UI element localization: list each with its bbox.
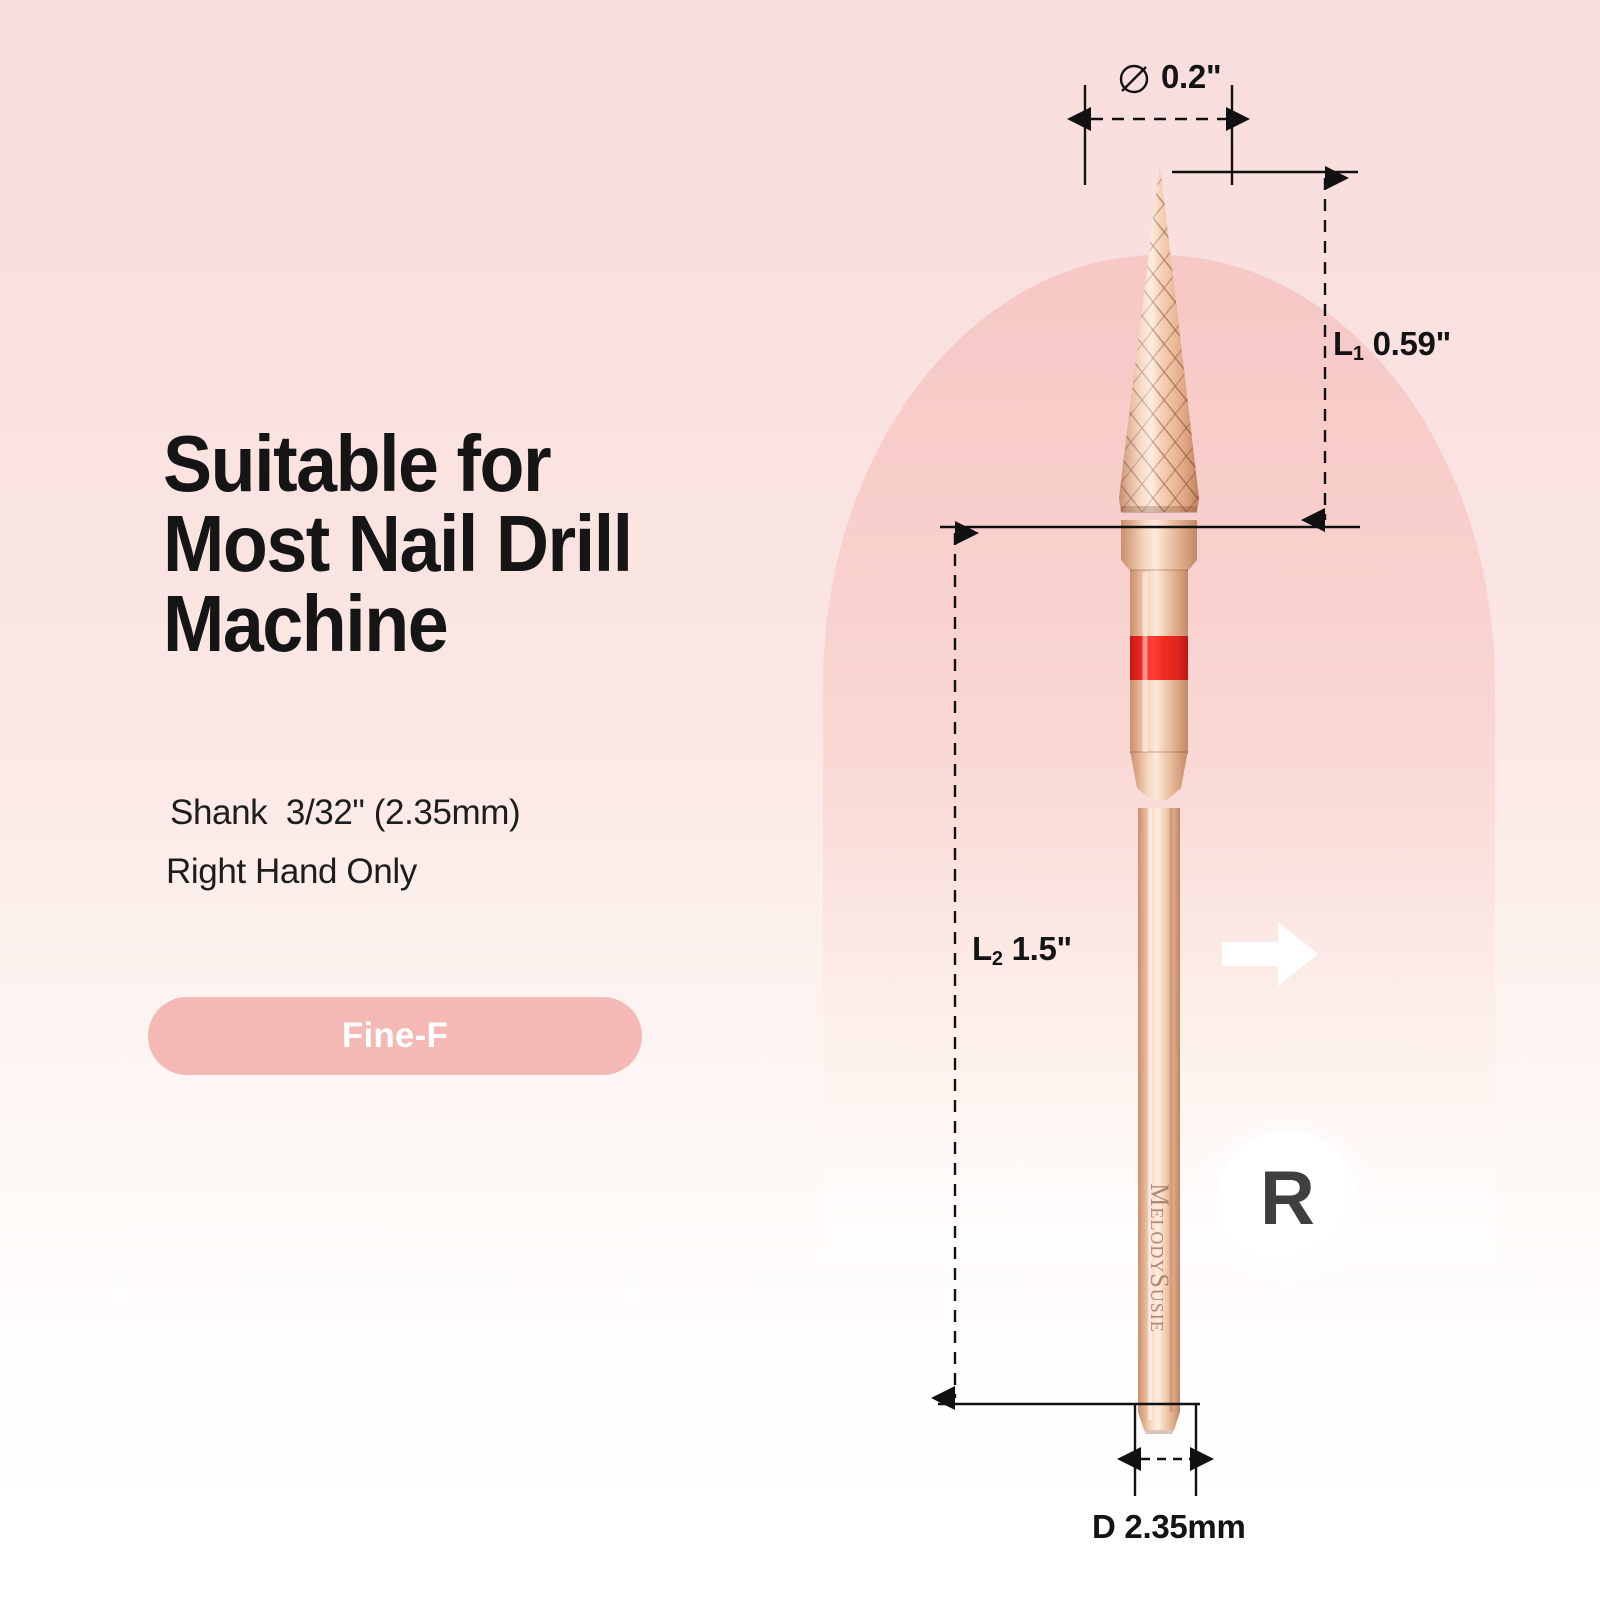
bit-collar: [1117, 520, 1201, 820]
rotation-badge: R: [1218, 1130, 1356, 1268]
arrow-right-icon: [1222, 922, 1318, 986]
grit-badge-label: Fine-F: [341, 1016, 449, 1055]
grit-badge[interactable]: Fine-F: [148, 997, 642, 1075]
bit-cone-head: [1087, 168, 1231, 524]
dimension-shank-diameter: D 2.35mm: [1092, 1508, 1246, 1545]
headline-line-3: Machine: [163, 579, 449, 668]
spec-shank-size: Shank 3/32" (2.35mm): [170, 793, 521, 832]
page-title: Suitable for Most Nail Drill Machine: [163, 424, 752, 664]
nail-drill-bit-image: MelodySusie: [1079, 168, 1239, 1434]
spec-hand-orientation: Right Hand Only: [166, 852, 417, 891]
dimension-diameter-value: 0.2": [1161, 58, 1222, 95]
rotation-badge-letter: R: [1260, 1156, 1315, 1241]
headline-line-1: Suitable for: [163, 419, 552, 508]
bit-shank: [1138, 808, 1180, 1436]
headline-line-2: Most Nail Drill: [163, 499, 633, 588]
diameter-symbol-icon: [1119, 64, 1149, 94]
